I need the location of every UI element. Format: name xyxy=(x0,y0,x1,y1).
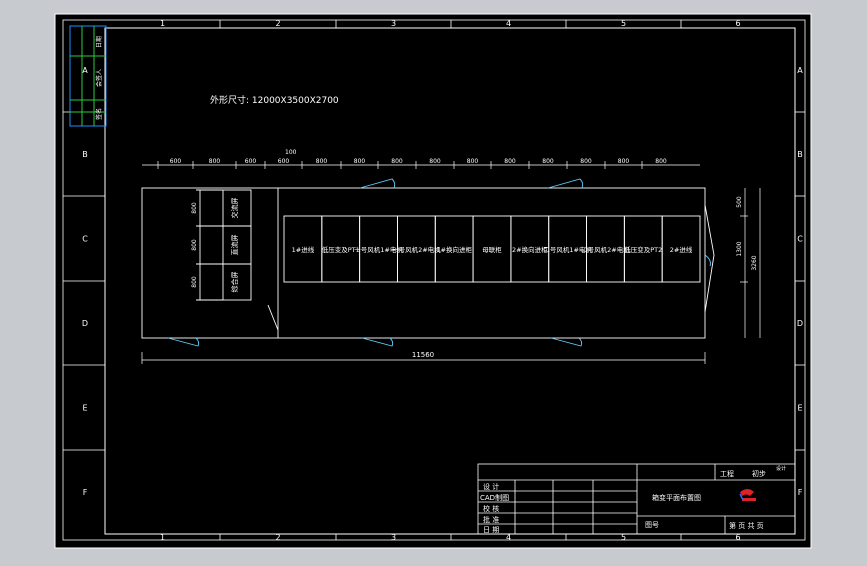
logo-icon xyxy=(739,489,756,501)
top-dim-label: 800 xyxy=(580,158,592,165)
left-dim-3: 800 xyxy=(191,276,198,288)
tb-row-check: 校 核 xyxy=(483,504,499,513)
top-dim-label: 800 xyxy=(316,158,328,165)
cabinet-label: 低压变及PT1 xyxy=(322,245,360,254)
top-dim-label: 600 xyxy=(170,158,182,165)
right-dim-3260: 3260 xyxy=(751,255,758,270)
bottom-dimension xyxy=(141,352,706,364)
cabinet-label: 2#进线 xyxy=(670,245,693,254)
zone-letter-right: C xyxy=(797,235,803,244)
top-dim-label: 800 xyxy=(354,158,366,165)
side-room-ac: 交流屏 xyxy=(230,198,239,219)
right-dim-labels: 500 1300 3260 xyxy=(736,196,758,271)
zone-letter-right: E xyxy=(797,404,802,413)
left-dim-1: 800 xyxy=(191,202,198,214)
top-dim-label: 800 xyxy=(391,158,403,165)
top-dim-label: 600 xyxy=(278,158,290,165)
enclosure xyxy=(141,178,715,347)
side-room-comp: 综合屏 xyxy=(230,272,239,293)
title-block xyxy=(477,463,796,535)
side-room-labels: 交流屏 直流屏 综合屏 xyxy=(230,198,239,293)
top-dim-label: 600 xyxy=(245,158,257,165)
outer-frame xyxy=(62,19,806,541)
top-dim-label: 800 xyxy=(542,158,554,165)
zone-letter-right: D xyxy=(797,319,803,328)
zone-number-bottom: 6 xyxy=(735,533,740,542)
zone-number-top: 4 xyxy=(506,19,511,28)
cabinet-label: 低压变及PT2 xyxy=(624,245,662,254)
zone-number-bottom: 2 xyxy=(275,533,280,542)
tb-row-design: 设 计 xyxy=(483,482,499,491)
overall-size-label: 外形尺寸: 12000X3500X2700 xyxy=(210,94,339,106)
cabinet-label: 二号风机2#电机 xyxy=(581,245,630,254)
zone-letter-left: C xyxy=(82,235,88,244)
drawing-sheet xyxy=(54,13,812,549)
tb-row-approve: 批 准 xyxy=(483,515,499,524)
tb-stage-sub: 设计 xyxy=(776,465,786,472)
left-dim-labels: 800 800 800 xyxy=(191,202,198,288)
cabinet-label: 1#进线 xyxy=(292,245,315,254)
tb-sheet-label: 第 页 共 页 xyxy=(729,521,764,530)
zone-letter-right: F xyxy=(798,488,803,497)
zone-number-top: 6 xyxy=(735,19,740,28)
zone-number-top: 2 xyxy=(275,19,280,28)
zone-number-bottom: 1 xyxy=(160,533,165,542)
zone-number-bottom: 4 xyxy=(506,533,511,542)
tb-drawing-title: 箱变平面布置图 xyxy=(652,493,701,502)
cabinet xyxy=(661,215,701,283)
zone-number-top: 3 xyxy=(391,19,396,28)
left-dim-2: 800 xyxy=(191,239,198,251)
title-block-text: 设 计 CAD制图 校 核 批 准 日 期 工程 初步 设计 箱变平面布置图 图… xyxy=(480,465,786,534)
cabinet-label: 一号风机2#电机 xyxy=(392,245,441,254)
tb-stage-label: 初步 xyxy=(752,469,766,478)
side-tab-label-countersign: 签名 xyxy=(95,108,103,120)
zone-letter-right: B xyxy=(797,150,803,159)
cabinet-label: 2#换向进柜 xyxy=(512,245,548,254)
zone-number-bottom: 3 xyxy=(391,533,396,542)
top-dim-label: 800 xyxy=(504,158,516,165)
right-dim-1300: 1300 xyxy=(736,241,743,256)
zone-letter-left: E xyxy=(82,404,87,413)
right-dimension xyxy=(740,188,761,338)
tb-row-cad: CAD制图 xyxy=(480,493,509,502)
cabinet-label: 1#换向进柜 xyxy=(436,245,472,254)
zone-letter-right: A xyxy=(797,66,803,75)
right-dim-500: 500 xyxy=(736,196,743,208)
zone-letter-left: B xyxy=(82,150,88,159)
top-dim-label: 800 xyxy=(429,158,441,165)
top-dim-label: 800 xyxy=(467,158,479,165)
total-length-label: 11560 xyxy=(412,351,434,359)
top-dimension-labels: 600 800 600 600 800 800 800 800 800 800 800 800 800 8… xyxy=(157,158,667,169)
cabinet-label: 一号风机1#电机 xyxy=(354,245,403,254)
side-tab: 日期 会签人 签名 xyxy=(69,25,107,127)
side-room-dc: 直流屏 xyxy=(230,235,239,256)
tb-row-date: 日 期 xyxy=(483,526,499,534)
small-dim-label: 100 xyxy=(285,149,297,156)
side-tab-label-signature: 会签人 xyxy=(95,69,103,87)
cabinet-row: 1#进线低压变及PT1一号风机1#电机一号风机2#电机1#换向进柜 母联柜 2#换向… xyxy=(283,215,701,283)
tb-drawing-no-label: 图号 xyxy=(645,521,659,529)
zone-letter-left: F xyxy=(83,488,88,497)
zone-number-bottom: 5 xyxy=(621,533,626,542)
cabinet-label: 二号风机1#电机 xyxy=(543,245,592,254)
cabinet-label: 母联柜 xyxy=(482,245,502,254)
top-dim-label: 800 xyxy=(209,158,221,165)
zone-letter-left: A xyxy=(82,66,88,75)
tb-project-label: 工程 xyxy=(720,469,734,478)
top-dim-label: 800 xyxy=(655,158,667,165)
zone-number-top: 5 xyxy=(621,19,626,28)
zone-letter-left: D xyxy=(82,319,88,328)
side-tab-label-date: 日期 xyxy=(95,36,103,48)
zone-number-top: 1 xyxy=(160,19,165,28)
top-dim-label: 800 xyxy=(618,158,630,165)
side-room-panels xyxy=(196,189,252,301)
